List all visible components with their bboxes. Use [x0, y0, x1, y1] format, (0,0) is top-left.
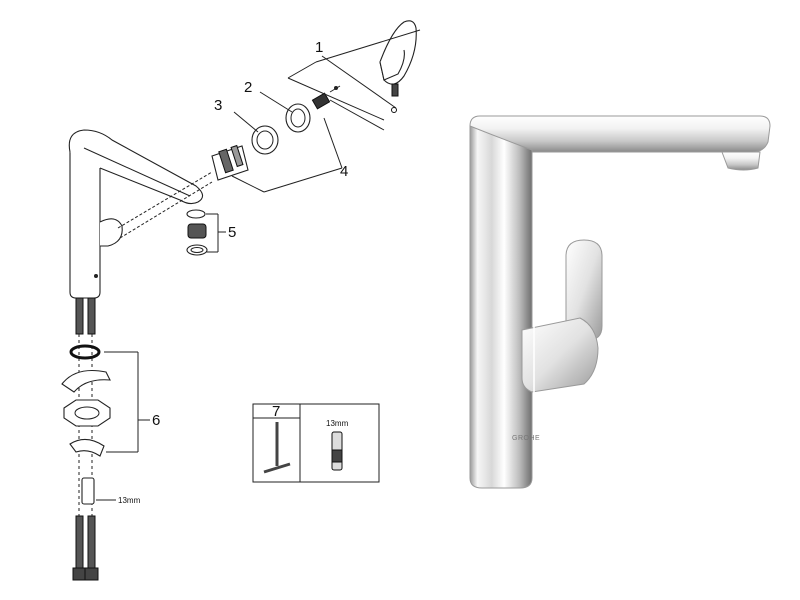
callout-5: 5	[228, 224, 236, 241]
leader-lines	[96, 29, 421, 501]
callout-4: 4	[340, 163, 348, 180]
callout-2: 2	[244, 79, 252, 96]
brand-logo: GROHE	[512, 435, 540, 442]
supply-hoses-lower	[72, 515, 99, 581]
mounting-set-part	[61, 344, 111, 505]
cartridge-ring-part	[251, 125, 279, 155]
tool-box-size-label: 13mm	[326, 419, 349, 428]
callout-6: 6	[152, 412, 160, 429]
aerator-set-part	[186, 209, 208, 256]
socket-wrench-tool	[331, 431, 343, 471]
callout-7: 7	[272, 403, 280, 420]
collar-nut-part	[285, 103, 311, 133]
wrench-size-label: 13mm	[118, 496, 141, 505]
faucet-body-outline	[68, 129, 213, 299]
tool-box	[252, 403, 380, 483]
hex-key-tool	[263, 422, 291, 474]
faucet-product-image	[469, 115, 771, 489]
grub-screw-part	[311, 85, 341, 110]
callout-3: 3	[214, 97, 222, 114]
handle-lever-part	[379, 20, 417, 113]
cartridge-part	[211, 144, 249, 181]
callout-1: 1	[315, 39, 323, 56]
